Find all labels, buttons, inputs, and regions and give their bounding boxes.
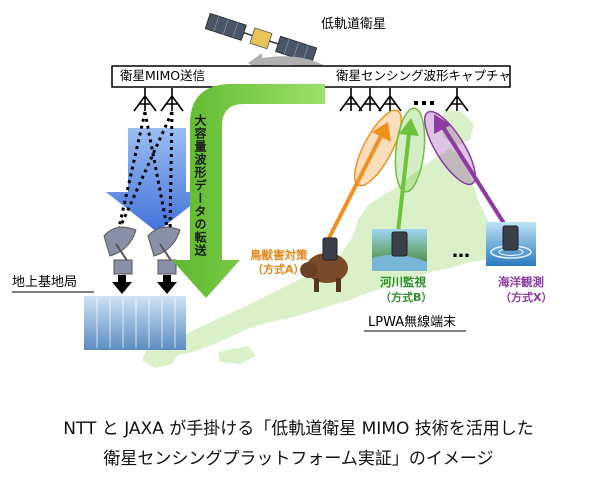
antenna-ellipsis-icon — [414, 101, 434, 105]
data-transfer-arrow — [172, 84, 325, 298]
ocean-terminal-title: 海洋観測 — [498, 275, 544, 289]
terminal-device-bird — [322, 237, 338, 261]
mimo-link-lines — [116, 111, 174, 233]
ocean-photo — [486, 222, 536, 266]
server-room-image — [84, 296, 186, 350]
waveform-capture-label: 衛星センシング波形キャプチャ — [336, 68, 511, 83]
river-terminal-method: （方式B） — [380, 291, 433, 304]
uplink-arrow-ocean — [434, 114, 507, 227]
caption-line-2: 衛星センシングプラットフォーム実証」のイメージ — [103, 449, 494, 469]
caption-line-1: NTT と JAXA が手掛ける「低軌道衛星 MIMO 技術を活用した — [63, 419, 534, 439]
bird-terminal-title: 鳥獣害対策 — [250, 248, 308, 262]
ocean-terminal-method: （方式X） — [500, 291, 553, 304]
station-to-server-arrows — [112, 275, 177, 294]
ground-station-label: 地上基地局 — [12, 275, 78, 290]
mimo-antennas — [133, 88, 184, 112]
mimo-transmit-label: 衛星MIMO送信 — [120, 68, 206, 83]
lpwa-terminal-label: LPWA無線端末 — [368, 315, 457, 330]
uplink-arrow-river — [396, 118, 419, 233]
river-terminal-title: 河川監視 — [380, 275, 426, 289]
capture-antennas — [339, 88, 469, 112]
satellite-icon — [204, 12, 318, 64]
transfer-label: 大容量波形データの転送 — [193, 114, 207, 257]
bird-terminal-method: （方式A） — [252, 263, 305, 276]
satellite-label: 低軌道衛星 — [321, 17, 387, 32]
boar-icon — [295, 253, 348, 292]
river-photo — [372, 229, 427, 271]
terminal-ellipsis: … — [452, 241, 470, 262]
ground-station-dish-icon — [103, 226, 181, 275]
internal-transfer-arrow — [248, 53, 325, 72]
uplink-arrow-bird — [326, 122, 391, 241]
mimo-downlink-arrow — [106, 128, 208, 232]
